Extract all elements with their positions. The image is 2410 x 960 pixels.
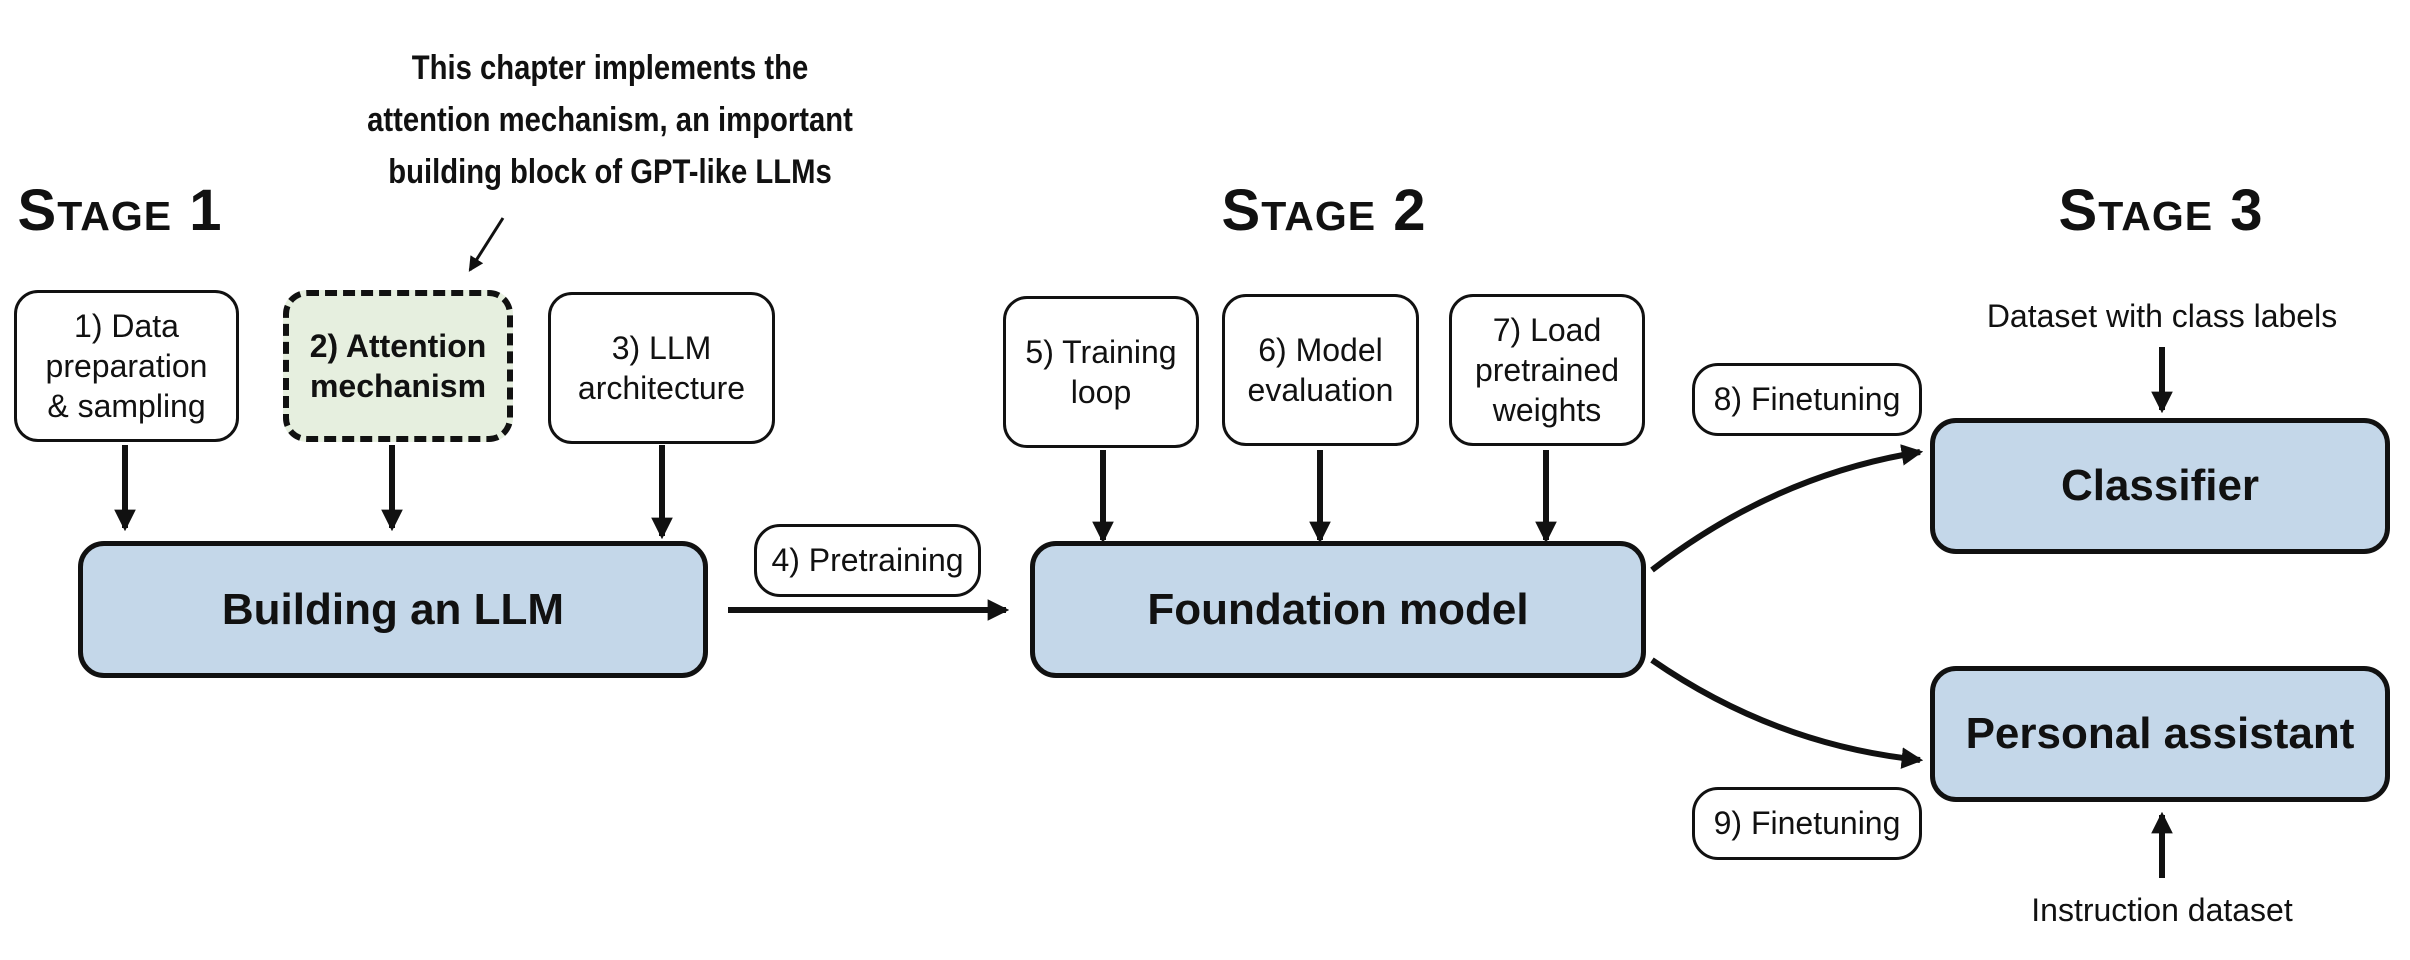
finetuning-8-label: 8) Finetuning bbox=[1713, 381, 1901, 417]
pretraining-label-pill: 4) Pretraining bbox=[754, 524, 981, 597]
finetuning-9-label-pill: 9) Finetuning bbox=[1692, 787, 1922, 860]
step-data-preparation: 1) Data preparation & sampling bbox=[14, 290, 239, 442]
class-labels-dataset-label: Dataset with class labels bbox=[1986, 298, 2338, 334]
building-an-llm-label: Building an LLM bbox=[221, 584, 565, 634]
finetuning-8-label-pill: 8) Finetuning bbox=[1692, 363, 1922, 436]
building-an-llm-box: Building an LLM bbox=[78, 541, 708, 678]
step-model-evaluation: 6) Model evaluation bbox=[1222, 294, 1419, 446]
callout-pointer-arrow bbox=[468, 217, 505, 272]
instruction-dataset-label: Instruction dataset bbox=[2031, 892, 2293, 928]
stage-3-heading: Stage 3 bbox=[2058, 178, 2264, 243]
step-llm-architecture-label: 3) LLM architecture bbox=[577, 330, 746, 406]
arrow-foundation-to-assistant bbox=[1650, 657, 1924, 769]
step-model-evaluation-label: 6) Model evaluation bbox=[1247, 332, 1394, 408]
chapter-callout: This chapter implements the attention me… bbox=[367, 49, 853, 191]
foundation-model-box: Foundation model bbox=[1030, 541, 1646, 678]
stage-1-heading: Stage 1 bbox=[17, 178, 223, 243]
step-attention-mechanism-label: 2) Attention mechanism bbox=[309, 328, 487, 404]
classifier-box: Classifier bbox=[1930, 418, 2390, 554]
step-training-loop: 5) Training loop bbox=[1003, 296, 1199, 448]
finetuning-9-label: 9) Finetuning bbox=[1713, 805, 1901, 841]
personal-assistant-box: Personal assistant bbox=[1930, 666, 2390, 802]
step-load-pretrained-weights-label: 7) Load pretrained weights bbox=[1474, 312, 1620, 428]
step-data-preparation-label: 1) Data preparation & sampling bbox=[45, 308, 208, 424]
pretraining-label: 4) Pretraining bbox=[771, 542, 964, 578]
personal-assistant-label: Personal assistant bbox=[1965, 709, 2355, 758]
stage-2-heading: Stage 2 bbox=[1221, 178, 1427, 243]
arrow-foundation-to-classifier bbox=[1650, 444, 1924, 573]
step-attention-mechanism: 2) Attention mechanism bbox=[283, 290, 513, 442]
step-training-loop-label: 5) Training loop bbox=[1025, 334, 1177, 410]
foundation-model-label: Foundation model bbox=[1147, 584, 1529, 634]
classifier-label: Classifier bbox=[2060, 461, 2260, 510]
step-llm-architecture: 3) LLM architecture bbox=[548, 292, 775, 444]
step-load-pretrained-weights: 7) Load pretrained weights bbox=[1449, 294, 1645, 446]
